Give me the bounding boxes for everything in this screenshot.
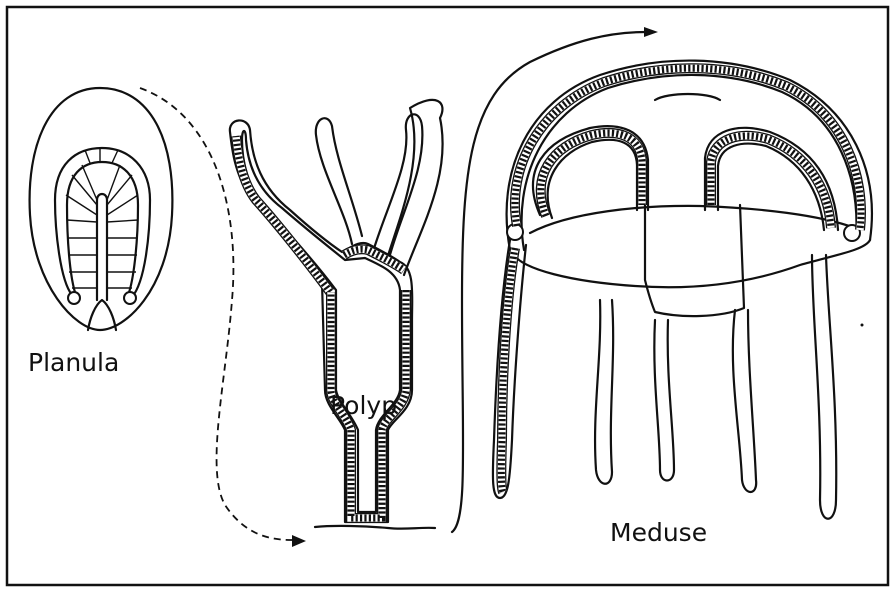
planula-drawing <box>30 88 173 330</box>
polyp-drawing <box>230 100 443 529</box>
stray-dot <box>861 324 864 327</box>
polyp-to-meduse-arrow <box>452 27 658 532</box>
planula-to-polyp-arrow <box>140 88 306 547</box>
label-meduse: Meduse <box>610 520 707 545</box>
figure-frame <box>7 7 888 585</box>
label-planula: Planula <box>28 350 119 375</box>
label-polyp: Polyp <box>330 393 397 418</box>
meduse-drawing <box>493 61 872 519</box>
